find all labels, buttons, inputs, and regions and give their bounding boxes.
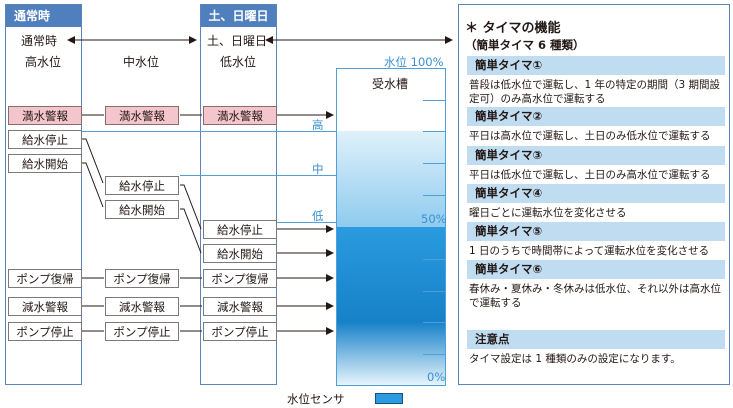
overflow-alarm-normal: 満水警報 (8, 106, 82, 125)
timer-5-desc: 1 日のうちで時間帯によって運転水位を変化させる (469, 245, 710, 257)
mid-level-line (180, 175, 336, 176)
tank-tick (423, 291, 445, 292)
supply-stop-low: 給水停止 (203, 220, 277, 239)
low-level-line (277, 222, 336, 223)
supply-stop-normal: 給水停止 (8, 130, 82, 149)
timer-1-name: 簡単タイマ① (467, 56, 725, 75)
pump-stop-normal: ポンプ停止 (8, 322, 82, 341)
supply-stop-mid: 給水停止 (105, 176, 179, 195)
pump-recovery-low: ポンプ復帰 (203, 269, 277, 288)
tank-tick (423, 259, 445, 260)
timer-3-desc: 平日は低水位で運転し、土日のみ高水位で運転する (469, 169, 711, 181)
timer-4-name: 簡単タイマ④ (467, 184, 725, 203)
timer-6-name: 簡単タイマ⑥ (467, 260, 725, 279)
timer-2-name: 簡単タイマ② (467, 107, 725, 126)
timer-2-desc: 平日は高水位で運転し、土日のみ低水位で運転する (469, 130, 711, 142)
weekend-column-panel: 土、日曜日 (200, 4, 277, 385)
timer-5-name: 簡単タイマ⑤ (467, 222, 725, 241)
tank-tick (423, 131, 445, 132)
low-level-mark: 低 (312, 209, 324, 223)
timer-panel-title: ＊ タイマの機能 (465, 21, 561, 36)
weekend-label: 土、日曜日 (207, 34, 268, 48)
water-level-sensor (375, 393, 403, 404)
tank-tick (423, 322, 445, 323)
mid-level-mark: 中 (312, 162, 324, 176)
note-title: 注意点 (467, 330, 725, 349)
overflow-alarm-low: 満水警報 (203, 106, 277, 125)
note-text: タイマ設定は 1 種類のみの設定になります。 (469, 353, 681, 365)
tank-tick (423, 354, 445, 355)
overflow-alarm-mid: 満水警報 (105, 106, 179, 125)
weekend-column-header: 土、日曜日 (201, 5, 276, 27)
water-low-zone (337, 227, 445, 385)
normal-column-panel: 通常時 (5, 4, 82, 385)
timer-4-desc: 曜日ごとに運転水位を変化させる (469, 207, 627, 219)
high-level-line (82, 131, 336, 132)
pump-recovery-mid: ポンプ復帰 (105, 269, 179, 288)
low-water-alarm-normal: 減水警報 (8, 297, 82, 316)
normal-label: 通常時 (21, 34, 58, 48)
pump-stop-low: ポンプ停止 (203, 322, 277, 341)
tank-level-100: 水位 100% (384, 55, 444, 69)
timer-panel-subtitle: （簡単タイマ 6 種類） (465, 38, 585, 52)
tank-level-50: 50% (421, 212, 447, 226)
supply-start-low: 給水開始 (203, 244, 277, 263)
pump-recovery-normal: ポンプ復帰 (8, 269, 82, 288)
pump-stop-mid: ポンプ停止 (105, 322, 179, 341)
tank-tick (423, 195, 445, 196)
timer-1-desc: 普段は低水位で運転し、1 年の特定の期間（3 期間設定可）のみ高水位で運転する (469, 79, 721, 105)
mid-level-label: 中水位 (123, 55, 160, 69)
low-water-alarm-mid: 減水警報 (105, 297, 179, 316)
high-level-label: 高水位 (25, 55, 62, 69)
tank-tick (423, 100, 445, 101)
supply-start-mid: 給水開始 (105, 200, 179, 219)
timer-3-name: 簡単タイマ③ (467, 146, 725, 165)
high-level-mark: 高 (312, 118, 324, 132)
sensor-label: 水位センサ (287, 392, 345, 406)
supply-start-normal: 給水開始 (8, 154, 82, 173)
water-high-zone (337, 131, 445, 227)
tank-level-0: 0% (427, 370, 446, 384)
timer-6-desc: 春休み・夏休み・冬休みは低水位、それ以外は高水位で運転する (469, 283, 721, 309)
tank-title: 受水槽 (372, 77, 409, 91)
tank-tick (423, 163, 445, 164)
low-water-alarm-low: 減水警報 (203, 297, 277, 316)
normal-column-header: 通常時 (6, 5, 81, 27)
low-level-label: 低水位 (220, 55, 257, 69)
